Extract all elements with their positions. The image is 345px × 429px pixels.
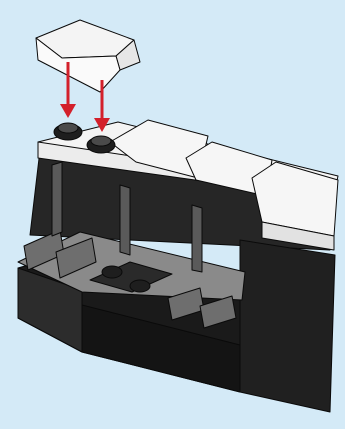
round-stud-left-top [58,123,78,133]
window-column-3 [192,205,202,272]
right-dark-block [240,240,335,412]
center-stud-2 [130,280,150,292]
base-assembly [18,120,338,412]
arrow-left-head [60,104,76,118]
window-column-1 [52,162,62,236]
center-stud-1 [102,266,122,278]
slope-brick [36,20,140,92]
window-column-2 [120,185,130,255]
round-stud-right-top [91,136,111,146]
